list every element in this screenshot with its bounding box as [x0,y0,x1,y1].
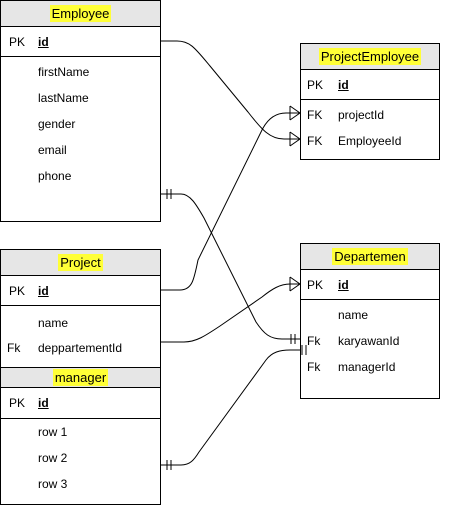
relationship-line [161,40,300,140]
entity-title: Departemen [332,248,408,265]
field: row 2 [38,451,68,465]
fk-key: FK [307,108,323,122]
entity-employee[interactable]: Employee PK id firstName lastName gender… [0,0,161,222]
entity-project[interactable]: Project PK id name Fk deppartementId [0,249,161,368]
field: firstName [38,65,90,79]
field: phone [38,169,72,183]
pk-field: id [38,35,49,49]
entity-header: manager [1,368,160,388]
pk-row: PK id [301,70,439,100]
pk-key: PK [307,278,324,292]
field: gender [38,117,76,131]
pk-key: PK [307,78,324,92]
entity-project-employee[interactable]: ProjectEmployee PK id FK projectId FK Em… [300,43,440,160]
entity-header: Project [1,250,160,276]
fk-field: karyawanId [338,334,400,348]
field: row 1 [38,425,68,439]
field: email [38,143,67,157]
entity-departemen[interactable]: Departemen PK id name Fk karyawanId Fk m… [300,243,440,399]
pk-row: PK id [1,276,160,306]
one-only-marker [166,460,172,470]
field: row 3 [38,477,68,491]
entity-title: manager [52,369,109,386]
fk-key: FK [307,134,323,148]
fk-field: projectId [338,108,385,122]
relationship-line [161,112,300,291]
pk-field: id [338,278,349,292]
entity-title: ProjectEmployee [318,48,422,65]
relationship-line [161,349,300,466]
pk-key: PK [9,35,26,49]
pk-key: PK [9,284,26,298]
pk-row: PK id [301,270,439,300]
entity-title: Project [58,254,103,271]
entity-header: ProjectEmployee [301,44,439,70]
fk-field: managerId [338,360,396,374]
pk-row: PK id [1,27,160,57]
fk-key: Fk [307,334,321,348]
crows-foot-marker [289,276,301,292]
pk-field: id [38,396,49,410]
pk-field: id [38,284,49,298]
fk-key: Fk [7,341,21,355]
one-only-marker [290,334,296,344]
relationship-line [161,193,300,340]
crows-foot-marker [289,105,301,121]
field: lastName [38,91,89,105]
entity-title: Employee [49,5,112,22]
fk-key: Fk [307,360,321,374]
one-only-marker [166,189,172,199]
fk-field: deppartementId [38,341,123,355]
crows-foot-marker [289,131,301,147]
entity-manager[interactable]: manager PK id row 1 row 2 row 3 [0,367,161,505]
one-only-marker [301,345,307,355]
pk-field: id [338,78,349,92]
pk-key: PK [9,396,26,410]
pk-row: PK id [1,388,160,419]
relationship-line [161,283,300,343]
entity-header: Employee [1,1,160,27]
fk-field: EmployeeId [338,134,402,148]
entity-header: Departemen [301,244,439,270]
field: name [338,308,369,322]
field: name [38,316,69,330]
